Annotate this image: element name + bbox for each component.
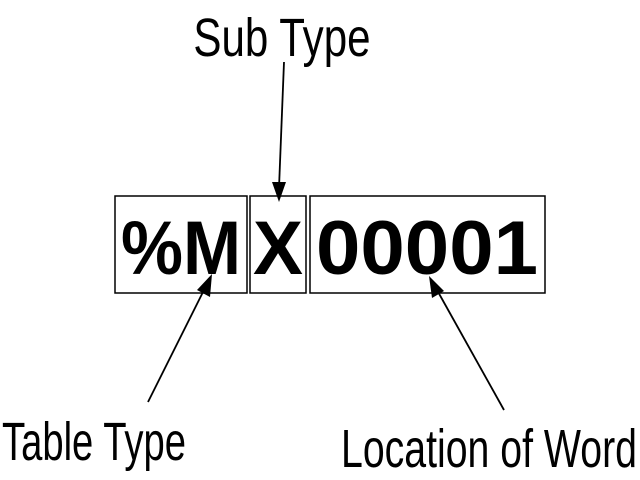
table-type-code: %M (121, 206, 241, 291)
sub-type-arrowhead (272, 182, 286, 202)
sub-type-arrow (278, 61, 285, 189)
table-type-arrow (147, 287, 206, 403)
location-of-word-label: Location of Word (341, 419, 637, 479)
table-type-box (114, 195, 248, 294)
location-arrow (436, 289, 505, 411)
table-type-arrowhead (197, 274, 212, 297)
location-box (309, 195, 546, 294)
sub-type-code: X (253, 206, 303, 291)
location-arrowhead (429, 276, 444, 298)
location-code: 00001 (316, 206, 538, 291)
sub-type-label: Sub Type (193, 8, 370, 68)
table-type-label: Table Type (2, 412, 186, 472)
